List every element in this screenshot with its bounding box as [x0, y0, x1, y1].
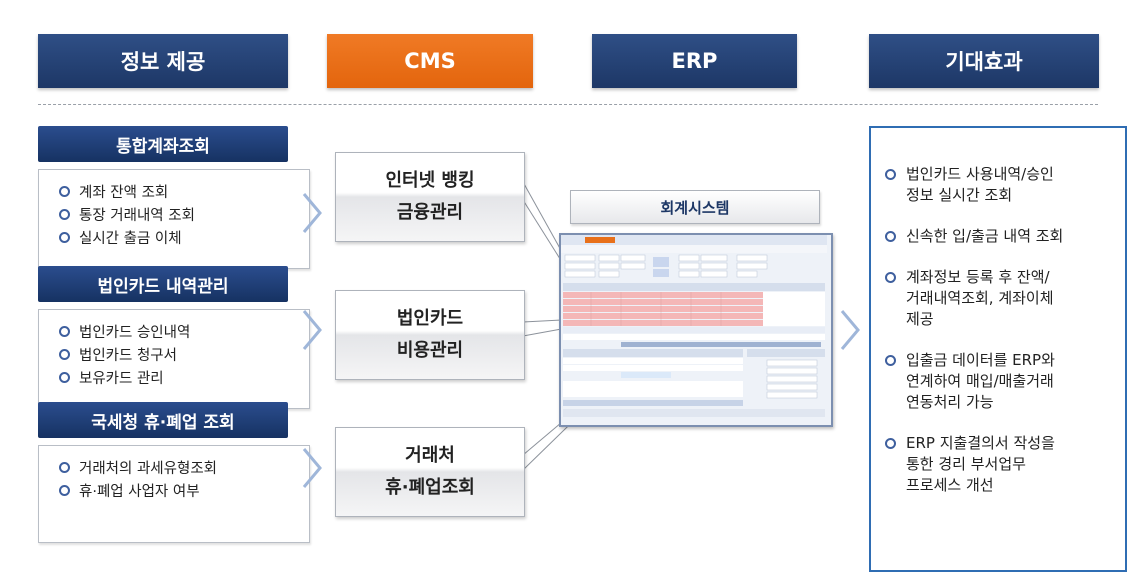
list-item: 법인카드 승인내역 — [59, 320, 309, 343]
list-item: 휴·폐업 사업자 여부 — [59, 479, 309, 502]
bullet-icon — [59, 462, 70, 473]
list-item: ERP 지출결의서 작성을 통한 경리 부서업무 프로세스 개선 — [885, 433, 1115, 496]
effects-panel: 법인카드 사용내역/승인 정보 실시간 조회 신속한 입/출금 내역 조회 계좌… — [869, 126, 1127, 572]
connector-line — [522, 181, 563, 253]
bullet-icon — [885, 169, 896, 180]
category-title-corp-card: 법인카드 내역관리 — [38, 266, 288, 302]
category-list-tax-office: 거래처의 과세유형조회 휴·폐업 사업자 여부 — [38, 445, 310, 543]
chevron-right-icon — [302, 310, 322, 350]
list-item: 통장 거래내역 조회 — [59, 203, 309, 226]
list-item: 거래처의 과세유형조회 — [59, 456, 309, 479]
list-item: 법인카드 청구서 — [59, 343, 309, 366]
header-erp: ERP — [592, 34, 797, 88]
bullet-icon — [885, 355, 896, 366]
bullet-icon — [59, 485, 70, 496]
list-item: 계좌 잔액 조회 — [59, 180, 309, 203]
erp-screenshot — [559, 233, 833, 427]
erp-screen-illustration — [561, 235, 827, 417]
cms-box-vendor-closure: 거래처 휴·폐업조회 — [335, 427, 525, 517]
category-list-corp-card: 법인카드 승인내역 법인카드 청구서 보유카드 관리 — [38, 309, 310, 409]
bullet-icon — [59, 372, 70, 383]
section-divider — [38, 104, 1098, 105]
list-item: 계좌정보 등록 후 잔액/ 거래내역조회, 계좌이체 제공 — [885, 267, 1115, 330]
category-title-account: 통합계좌조회 — [38, 126, 288, 162]
connector-line — [522, 199, 563, 263]
cms-box-corp-card: 법인카드 비용관리 — [335, 290, 525, 380]
chevron-right-icon — [302, 193, 322, 233]
bullet-icon — [885, 438, 896, 449]
header-info-provision: 정보 제공 — [38, 34, 288, 88]
list-item: 실시간 출금 이체 — [59, 226, 309, 249]
list-item: 보유카드 관리 — [59, 366, 309, 389]
category-list-account: 계좌 잔액 조회 통장 거래내역 조회 실시간 출금 이체 — [38, 169, 310, 269]
header-expected-effects: 기대효과 — [869, 34, 1099, 88]
bullet-icon — [59, 326, 70, 337]
bullet-icon — [59, 186, 70, 197]
bullet-icon — [59, 232, 70, 243]
list-item: 신속한 입/출금 내역 조회 — [885, 226, 1115, 247]
list-item: 법인카드 사용내역/승인 정보 실시간 조회 — [885, 164, 1115, 206]
list-item: 입출금 데이터를 ERP와 연계하여 매입/매출거래 연동처리 가능 — [885, 350, 1115, 413]
chevron-right-icon — [840, 310, 860, 350]
header-cms: CMS — [327, 34, 533, 88]
bullet-icon — [59, 209, 70, 220]
chevron-right-icon — [302, 448, 322, 488]
cms-box-internet-banking: 인터넷 뱅킹 금융관리 — [335, 152, 525, 242]
erp-system-title: 회계시스템 — [570, 190, 820, 224]
bullet-icon — [885, 231, 896, 242]
bullet-icon — [59, 349, 70, 360]
bullet-icon — [885, 272, 896, 283]
category-title-tax-office: 국세청 휴·폐업 조회 — [38, 402, 288, 438]
